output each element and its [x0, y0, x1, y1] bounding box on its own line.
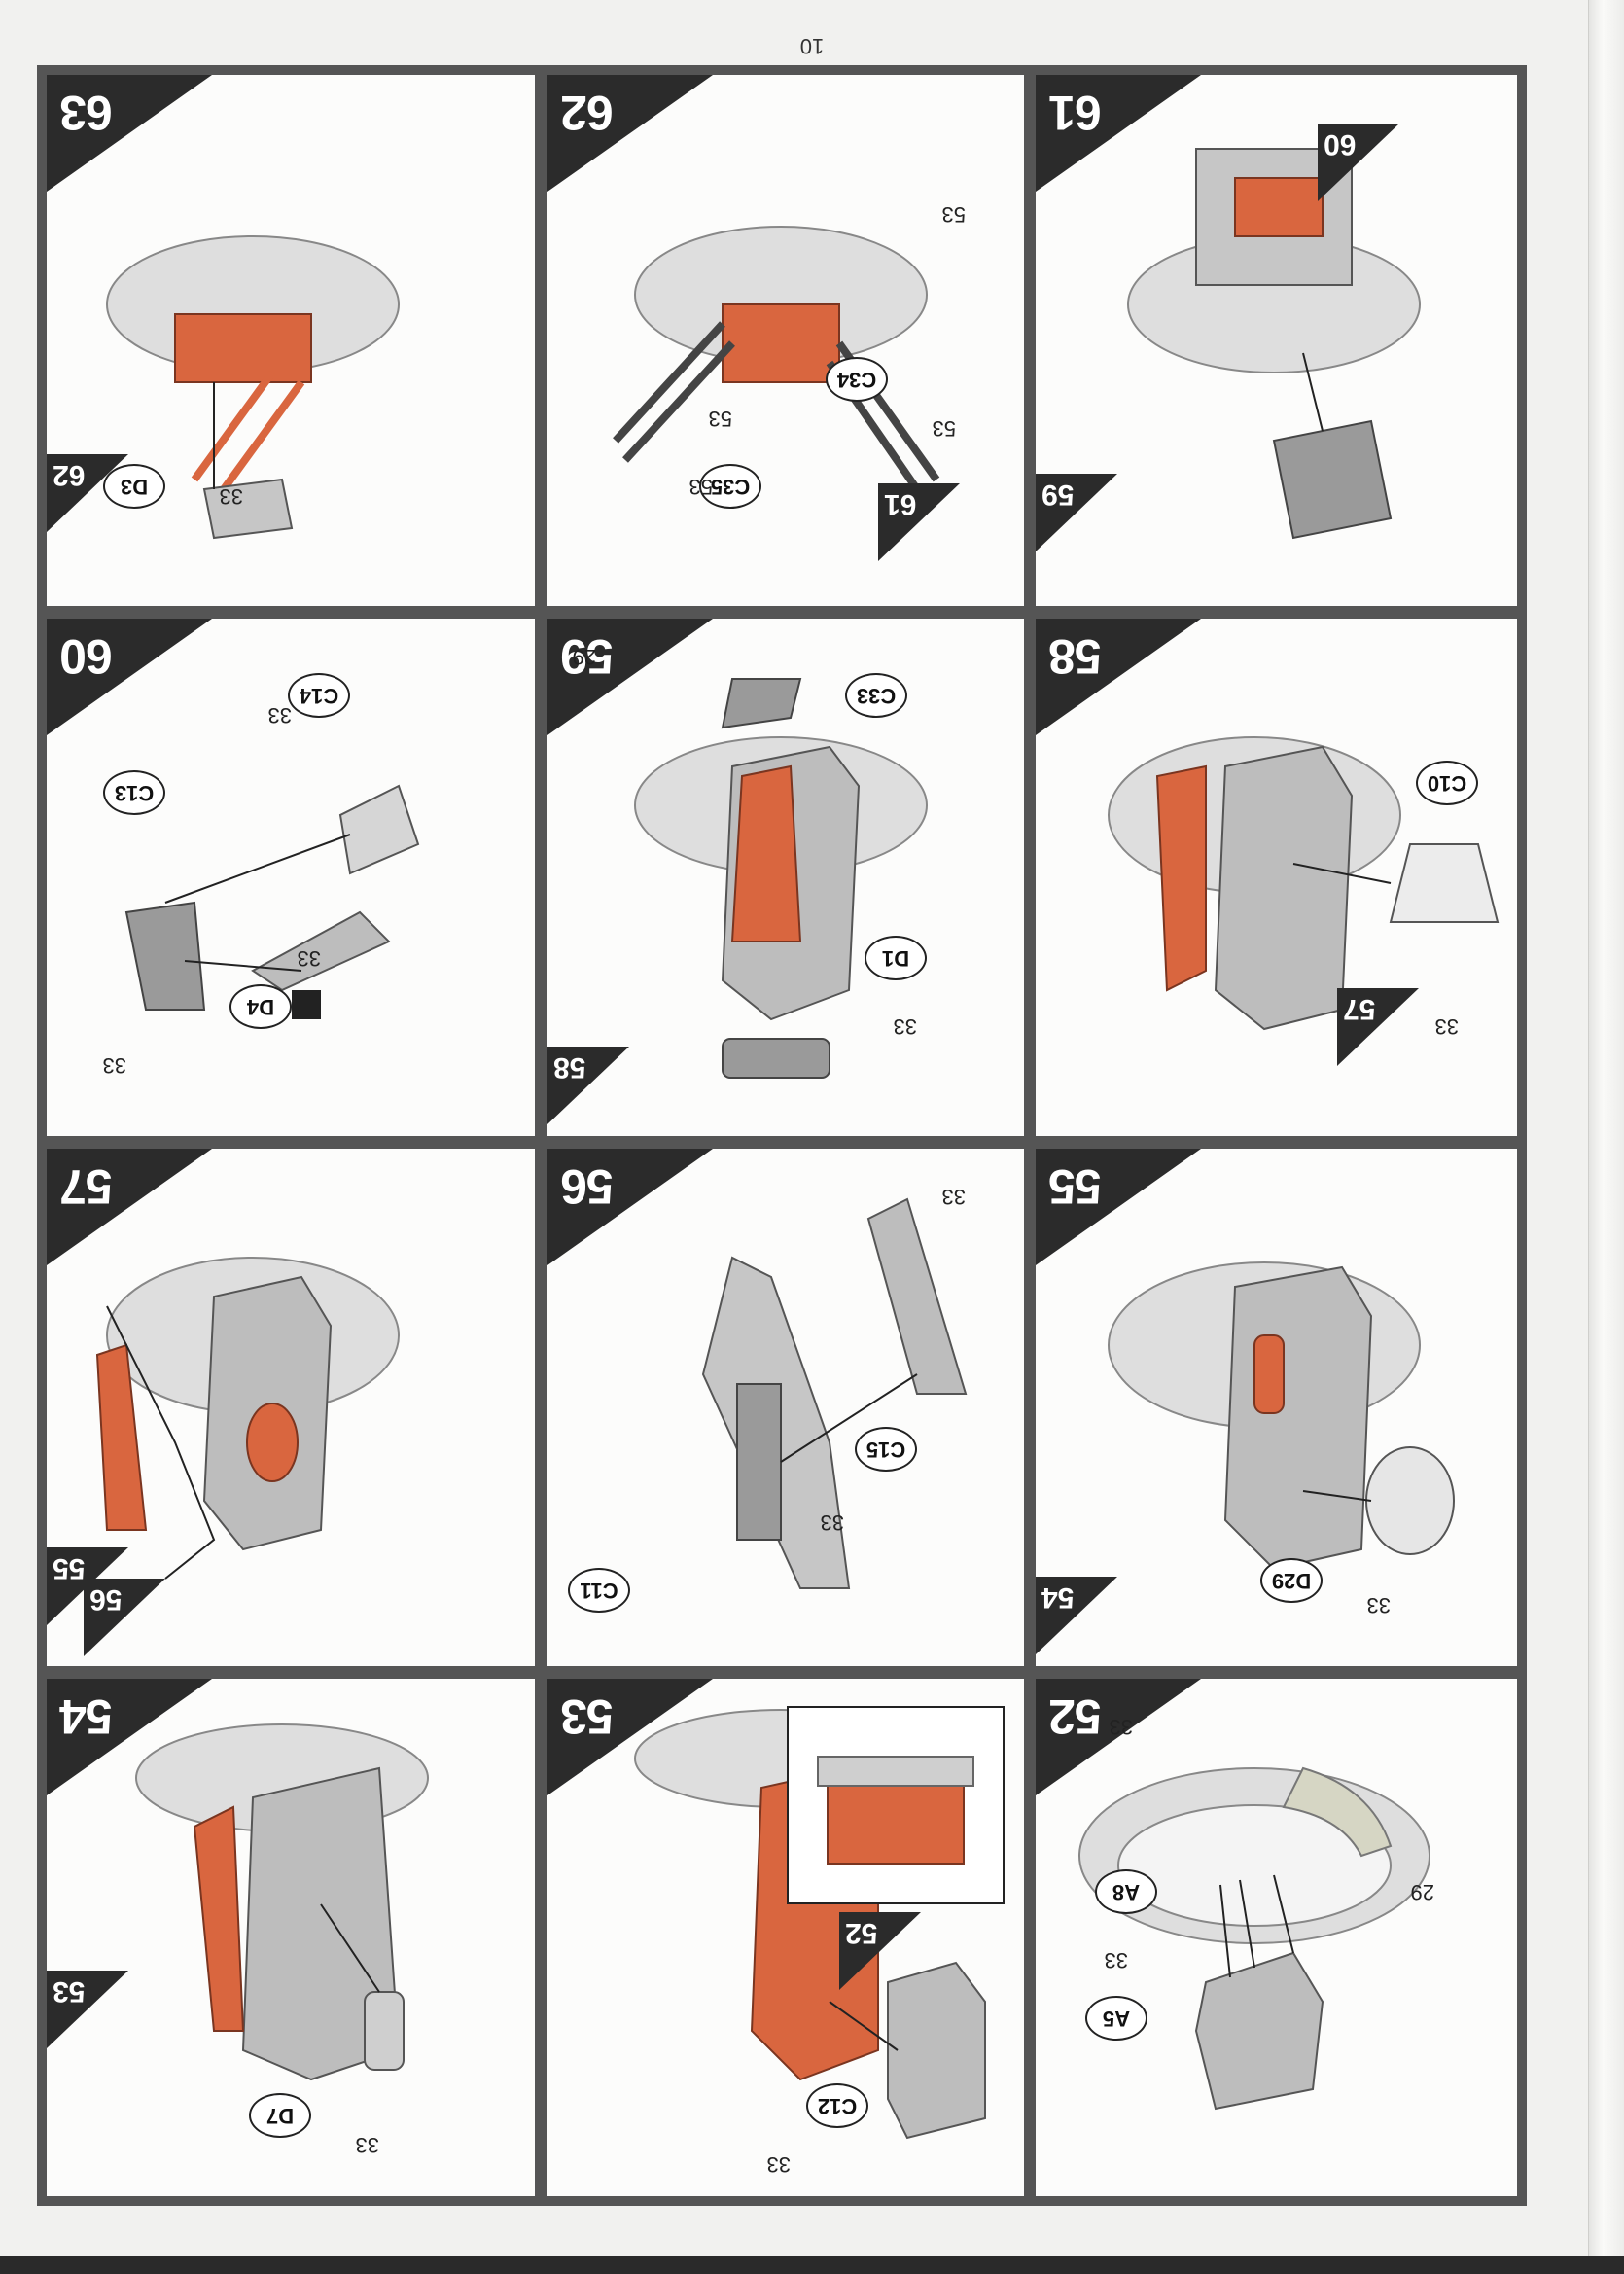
part-qty-label: 33 — [1434, 1014, 1459, 1039]
part-qty-label: 53 — [688, 475, 713, 499]
step-58-panel: 58 57 C10 33 — [1036, 619, 1517, 1136]
steps-grid: 52 A5 A8 33 33 29 53 52 C12 — [37, 65, 1527, 2206]
part-callout-d1: D1 — [865, 936, 927, 980]
page-number: 10 — [799, 34, 825, 58]
part-qty-label: 33 — [893, 1014, 917, 1039]
step-59-panel: 59 58 D1 C33 33 29 — [547, 619, 1024, 1136]
step-55-panel: 55 54 D29 33 — [1036, 1149, 1517, 1666]
part-callout-c11: C11 — [568, 1568, 630, 1613]
page-edge — [1588, 0, 1624, 2274]
step-54-panel: 54 53 D7 33 — [47, 1679, 535, 2196]
step-58-illustration — [1108, 736, 1500, 1031]
step-60-illustration — [124, 784, 420, 1019]
step-63-illustration — [106, 235, 400, 540]
step-61-panel: 61 59 60 — [1036, 75, 1517, 606]
part-qty-label: 33 — [1104, 1948, 1128, 1972]
part-callout-c10: C10 — [1416, 761, 1478, 805]
part-qty-label: 33 — [219, 484, 243, 509]
part-callout-a8: A8 — [1095, 1869, 1157, 1914]
part-callout-c33: C33 — [845, 673, 907, 718]
part-callout-a5: A5 — [1085, 1996, 1147, 2041]
part-callout-d3: D3 — [103, 464, 165, 509]
part-qty-label: 33 — [1366, 1593, 1391, 1617]
part-qty-label: 29 — [1410, 1880, 1434, 1904]
part-qty-label: 33 — [941, 1185, 966, 1209]
step-61-illustration — [1127, 148, 1421, 540]
scan-shadow — [0, 2256, 1624, 2274]
step-57-panel: 57 55 56 — [47, 1149, 535, 1666]
part-qty-label: 53 — [932, 416, 956, 441]
part-callout-d7: D7 — [249, 2093, 311, 2138]
part-qty-label: 33 — [1109, 1715, 1133, 1739]
step-63-panel: 63 62 D3 33 — [47, 75, 535, 606]
step-59-illustration — [634, 678, 928, 1079]
part-qty-label: 33 — [297, 946, 321, 971]
step-52-illustration — [1078, 1766, 1430, 2111]
part-callout-c12: C12 — [806, 2083, 868, 2128]
part-callout-d4: D4 — [229, 984, 292, 1029]
part-qty-label: 33 — [102, 1053, 126, 1078]
step-56-panel: 56 C11 C15 33 33 — [547, 1149, 1024, 1666]
step-52-panel: 52 A5 A8 33 33 29 — [1036, 1679, 1517, 2196]
step-55-illustration — [1108, 1261, 1455, 1571]
part-qty-label: 33 — [766, 2152, 791, 2177]
part-qty-label: 33 — [267, 703, 292, 728]
step-56-illustration — [701, 1197, 968, 1589]
step-53-panel: 53 52 C12 33 — [547, 1679, 1024, 2196]
step-53-detail-inset — [787, 1706, 1005, 1904]
step-60-panel: 60 D4 C13 C14 33 33 33 — [47, 619, 535, 1136]
part-qty-label: 53 — [708, 407, 732, 431]
part-callout-c13: C13 — [103, 770, 165, 815]
part-callout-c15: C15 — [855, 1427, 917, 1472]
part-callout-d29: D29 — [1260, 1558, 1323, 1603]
step-57-illustration — [95, 1257, 400, 1580]
part-qty-label: 33 — [355, 2133, 379, 2157]
step-62-illustration — [613, 226, 940, 492]
part-callout-c14: C14 — [288, 673, 350, 718]
step-62-panel: 62 61 C34 C35 53 53 53 53 — [547, 75, 1024, 606]
part-qty-label: 29 — [572, 645, 596, 669]
step-54-illustration — [135, 1723, 429, 2081]
part-callout-c34: C34 — [826, 357, 888, 402]
part-qty-label: 53 — [941, 202, 966, 227]
part-qty-label: 33 — [820, 1510, 844, 1535]
